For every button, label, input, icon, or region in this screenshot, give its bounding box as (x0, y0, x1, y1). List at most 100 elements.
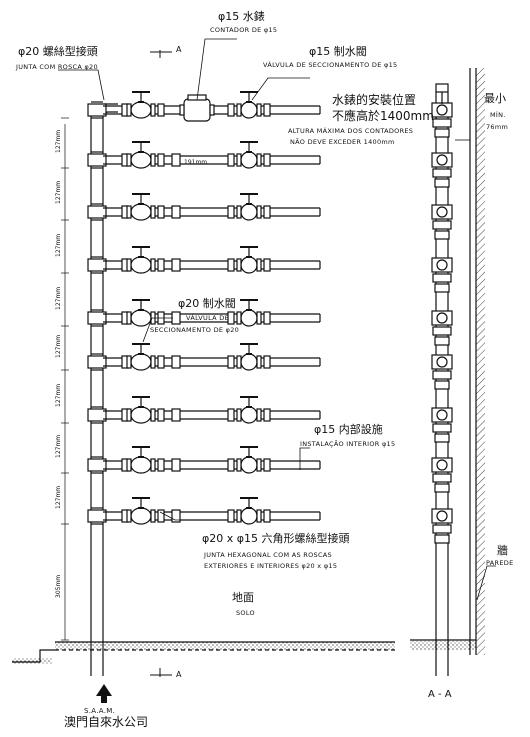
valve-flange-left (236, 205, 242, 219)
valve-flange-left (126, 153, 132, 167)
wall-label-pt: PAREDE (486, 559, 514, 567)
valve-flange-right (150, 458, 156, 472)
valve-body (130, 353, 152, 371)
min-dimension: 76mm (486, 123, 509, 131)
hex-joint (263, 408, 271, 422)
union (171, 153, 181, 167)
section-mark-bottom: A (176, 670, 182, 679)
union (171, 355, 181, 369)
meter-label-pt: CONTADOR DE φ15 (210, 26, 278, 34)
joint-label-cn: φ20 螺絲型接頭 (18, 45, 98, 58)
valve-flange-right (256, 205, 262, 219)
height-limit-pt-2: NÃO DEVE EXCEDER 1400mm (290, 138, 395, 146)
section-valve-wheel (436, 510, 448, 522)
valve-body (240, 203, 258, 221)
dimension-127: 127mm (55, 233, 62, 257)
hex-joint (227, 153, 235, 167)
valve-flange-left (126, 103, 132, 117)
hex-joint (263, 153, 271, 167)
riser-coupling (87, 355, 107, 369)
valve-flange-right (150, 355, 156, 369)
valve-body (240, 309, 258, 327)
valve-flange-left (236, 509, 242, 523)
hex-joint (157, 103, 165, 117)
valve-body (130, 151, 152, 169)
valve-body (130, 101, 152, 119)
valve-flange-right (150, 103, 156, 117)
valve20-label-cn: φ20 制水閥 (178, 297, 236, 310)
interior-label-cn: φ15 内部設施 (314, 423, 383, 436)
branch-row (103, 343, 321, 371)
hexjoint-label-cn: φ20 x φ15 六角形螺絲型接頭 (202, 532, 350, 545)
union (171, 408, 181, 422)
hex-joint (157, 355, 165, 369)
riser-coupling (87, 205, 107, 219)
riser-coupling (87, 103, 107, 117)
hex-joint (227, 408, 235, 422)
saam-label: S.A.A.M. (84, 707, 116, 715)
valve-body (130, 309, 152, 327)
hex-joint (157, 458, 165, 472)
min-label-pt: MÍN. (490, 111, 506, 119)
valve-flange-left (126, 458, 132, 472)
valve15-label-cn: φ15 制水閥 (309, 45, 367, 58)
valve-flange-right (150, 258, 156, 272)
section-valve-wheel (436, 206, 448, 218)
joint-label-pt: JUNTA COM ROSCA φ20 (16, 63, 98, 71)
section-valve-wheel (436, 356, 448, 368)
section-coupling (432, 118, 452, 128)
branch-row (103, 91, 321, 122)
branch-dimension: 191mm (184, 159, 208, 166)
branch-row (103, 193, 321, 221)
water-meter-body (183, 98, 211, 122)
valve-flange-right (150, 153, 156, 167)
min-label-cn: 最小 (484, 92, 506, 105)
section-coupling (432, 524, 452, 534)
hex-joint (263, 509, 271, 523)
valve-flange-right (150, 205, 156, 219)
valve-body (240, 507, 258, 525)
hex-joint (263, 205, 271, 219)
hex-joint (227, 205, 235, 219)
valve-flange-left (236, 258, 242, 272)
hex-joint (227, 311, 235, 325)
union (171, 509, 181, 523)
valve-body (240, 353, 258, 371)
valve-body (130, 256, 152, 274)
hex-joint (227, 103, 235, 117)
valve-flange-left (126, 509, 132, 523)
branch-row (103, 246, 321, 274)
valve-flange-left (236, 311, 242, 325)
section-union (434, 483, 450, 493)
section-aa-label: A - A (428, 689, 452, 700)
hex-joint (263, 355, 271, 369)
section-coupling (432, 273, 452, 283)
section-valve-wheel (436, 154, 448, 166)
dimension-127: 127mm (55, 434, 62, 458)
height-limit-pt-1: ALTURA MÁXIMA DOS CONTADORES (288, 127, 414, 135)
interior-label-pt: INSTALAÇÃO INTERIOR φ15 (300, 440, 396, 448)
section-union (434, 534, 450, 544)
section-coupling (432, 423, 452, 433)
branch-row (103, 141, 321, 169)
valve-flange-left (236, 458, 242, 472)
hex-joint (157, 258, 165, 272)
riser-couplings (87, 101, 107, 525)
valve-flange-right (256, 509, 262, 523)
hex-joint (227, 355, 235, 369)
ground-label-pt: SOLO (236, 609, 255, 617)
section-coupling (432, 168, 452, 178)
dimension-127: 127mm (55, 485, 62, 509)
section-union (434, 433, 450, 443)
union (171, 205, 181, 219)
union (171, 258, 181, 272)
valve-body (240, 256, 258, 274)
valve-flange-left (126, 408, 132, 422)
dimension-127: 127mm (55, 129, 62, 153)
valve-flange-right (256, 103, 262, 117)
hex-joint (157, 408, 165, 422)
front-elevation (12, 38, 395, 703)
section-a-a (410, 68, 496, 676)
hex-joint (227, 458, 235, 472)
